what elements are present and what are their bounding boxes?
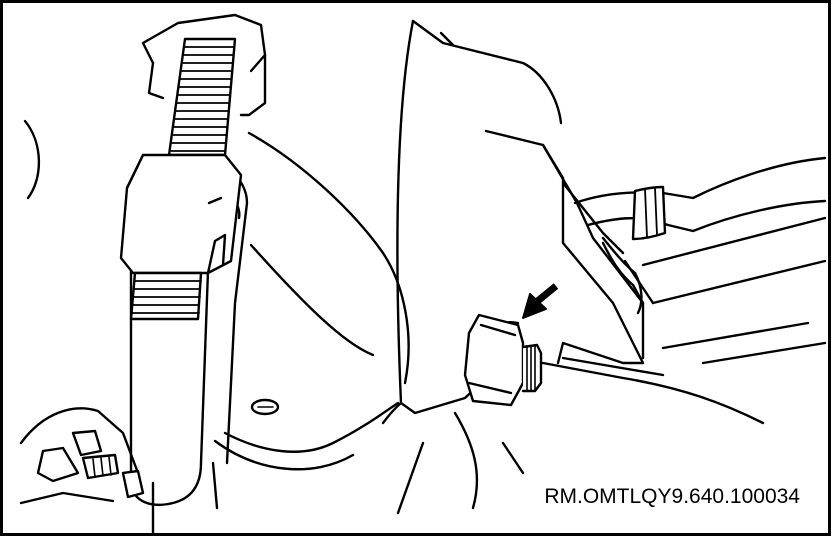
upper-clamp <box>141 13 267 117</box>
lower-bracket <box>19 407 219 533</box>
line-drawing <box>19 13 827 533</box>
upper-corrugated-hose <box>167 37 237 157</box>
figure-reference-code: RM.OMTLQY9.640.100034 <box>544 485 800 508</box>
edge-curve <box>23 119 41 200</box>
callout-arrow <box>522 283 559 319</box>
fitting <box>463 313 543 407</box>
hose-coupling <box>119 153 243 275</box>
frame <box>396 216 827 515</box>
side-plate <box>484 129 665 377</box>
right-hose <box>573 156 827 315</box>
lower-corrugated-collar <box>129 271 203 321</box>
